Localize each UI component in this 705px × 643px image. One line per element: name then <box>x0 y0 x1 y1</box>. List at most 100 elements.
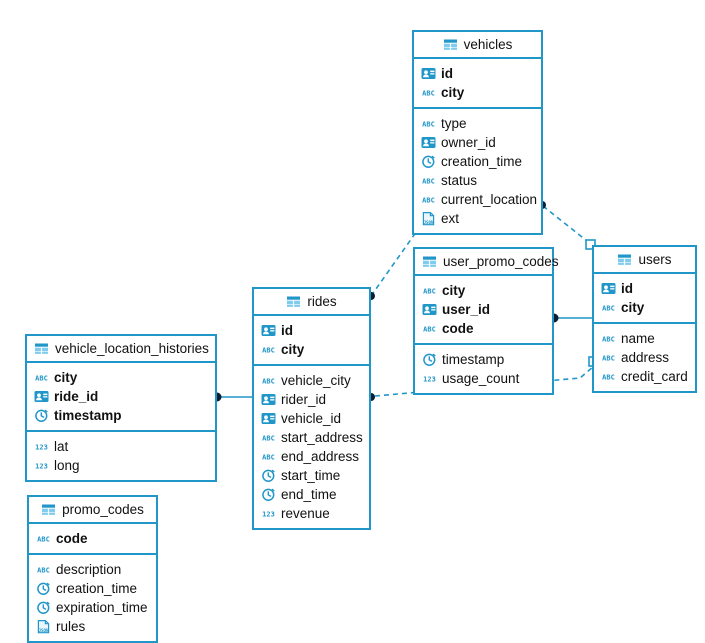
svg-text:ABC: ABC <box>602 305 615 313</box>
column-row[interactable]: ABC vehicle_city <box>254 371 369 390</box>
json-icon: JSON <box>421 211 436 226</box>
column-row[interactable]: id <box>414 64 541 83</box>
column-label: city <box>442 283 466 298</box>
column-label: id <box>621 281 633 296</box>
column-row[interactable]: 123 long <box>27 456 215 475</box>
column-row[interactable]: ABC end_address <box>254 447 369 466</box>
column-label: end_address <box>281 449 360 464</box>
column-label: vehicle_id <box>281 411 342 426</box>
svg-text:ABC: ABC <box>262 378 275 386</box>
column-row[interactable]: ABC city <box>27 368 215 387</box>
column-row[interactable]: ABC name <box>594 329 695 348</box>
column-row[interactable]: 123 revenue <box>254 504 369 523</box>
entity-title-rides: rides <box>254 289 369 316</box>
table-icon <box>422 254 437 269</box>
column-label: code <box>442 321 474 336</box>
string-icon: ABC <box>422 321 437 336</box>
entity-users[interactable]: users id ABC city ABC name <box>592 245 697 393</box>
entity-name-label: vehicle_location_histories <box>55 341 209 356</box>
column-row[interactable]: JSON rules <box>29 617 156 636</box>
column-row[interactable]: creation_time <box>29 579 156 598</box>
column-label: start_time <box>281 468 341 483</box>
string-icon: ABC <box>34 370 49 385</box>
entity-rides[interactable]: rides id ABC city ABC vehicle_city <box>252 287 371 530</box>
entity-title-user-promo-codes: user_promo_codes <box>415 249 559 276</box>
entity-user-promo-codes[interactable]: user_promo_codes ABC city user_id ABC co… <box>413 247 559 395</box>
svg-text:123: 123 <box>35 444 48 452</box>
entity-name-label: promo_codes <box>62 502 144 517</box>
column-label: usage_count <box>442 371 520 386</box>
column-row[interactable]: ABC description <box>29 560 156 579</box>
timestamp-icon <box>34 408 49 423</box>
column-label: city <box>281 342 305 357</box>
column-row[interactable]: owner_id <box>414 133 541 152</box>
column-label: city <box>621 300 645 315</box>
column-row[interactable]: ABC status <box>414 171 541 190</box>
column-row[interactable]: JSON ext <box>414 209 541 228</box>
column-row[interactable]: ABC city <box>254 340 369 359</box>
entity-promo-codes[interactable]: promo_codes ABC code ABC description <box>27 495 158 643</box>
column-row[interactable]: rider_id <box>254 390 369 409</box>
column-row[interactable]: expiration_time <box>29 598 156 617</box>
column-row[interactable]: vehicle_id <box>254 409 369 428</box>
uuid-icon <box>261 323 276 338</box>
column-row[interactable]: ride_id <box>27 387 215 406</box>
entity-name-label: user_promo_codes <box>443 254 559 269</box>
svg-text:123: 123 <box>35 463 48 471</box>
column-row[interactable]: ABC city <box>415 281 552 300</box>
column-label: long <box>54 458 80 473</box>
column-row[interactable]: ABC type <box>414 114 541 133</box>
column-label: rider_id <box>281 392 327 407</box>
string-icon: ABC <box>421 116 436 131</box>
column-row[interactable]: creation_time <box>414 152 541 171</box>
column-label: ext <box>441 211 460 226</box>
column-row[interactable]: 123 lat <box>27 437 215 456</box>
column-label: status <box>441 173 478 188</box>
column-row[interactable]: ABC address <box>594 348 695 367</box>
column-row[interactable]: 123 usage_count <box>415 369 552 388</box>
column-row[interactable]: ABC code <box>29 529 156 548</box>
column-row[interactable]: ABC code <box>415 319 552 338</box>
number-icon: 123 <box>34 458 49 473</box>
entity-vehicle-location-histories[interactable]: vehicle_location_histories ABC city ride… <box>25 334 217 482</box>
column-row[interactable]: ABC current_location <box>414 190 541 209</box>
entity-columns-rides: ABC vehicle_city rider_id vehicle_id ABC <box>254 366 369 528</box>
svg-text:JSON: JSON <box>423 220 434 225</box>
timestamp-icon <box>421 154 436 169</box>
timestamp-icon <box>36 600 51 615</box>
table-icon <box>443 37 458 52</box>
uuid-icon <box>261 411 276 426</box>
column-row[interactable]: ABC start_address <box>254 428 369 447</box>
string-icon: ABC <box>261 373 276 388</box>
table-icon <box>41 502 56 517</box>
column-row[interactable]: end_time <box>254 485 369 504</box>
uuid-icon <box>601 281 616 296</box>
svg-text:ABC: ABC <box>422 121 435 129</box>
column-row[interactable]: ABC credit_card <box>594 367 695 386</box>
column-row[interactable]: ABC city <box>594 298 695 317</box>
column-row[interactable]: ABC city <box>414 83 541 102</box>
column-row[interactable]: user_id <box>415 300 552 319</box>
number-icon: 123 <box>261 506 276 521</box>
string-icon: ABC <box>261 430 276 445</box>
string-icon: ABC <box>601 300 616 315</box>
entity-title-users: users <box>594 247 695 274</box>
column-label: start_address <box>281 430 363 445</box>
column-row[interactable]: timestamp <box>27 406 215 425</box>
column-label: lat <box>54 439 69 454</box>
uuid-icon <box>421 66 436 81</box>
svg-text:JSON: JSON <box>38 628 49 633</box>
column-label: current_location <box>441 192 538 207</box>
svg-text:123: 123 <box>423 376 436 384</box>
svg-text:ABC: ABC <box>602 355 615 363</box>
column-row[interactable]: timestamp <box>415 350 552 369</box>
column-row[interactable]: id <box>594 279 695 298</box>
string-icon: ABC <box>422 283 437 298</box>
entity-vehicles[interactable]: vehicles id ABC city ABC type <box>412 30 543 235</box>
column-label: timestamp <box>54 408 122 423</box>
column-row[interactable]: id <box>254 321 369 340</box>
entity-columns-promo-codes: ABC description creation_time expiration… <box>29 555 156 641</box>
column-row[interactable]: start_time <box>254 466 369 485</box>
string-icon: ABC <box>421 173 436 188</box>
svg-text:ABC: ABC <box>37 567 50 575</box>
